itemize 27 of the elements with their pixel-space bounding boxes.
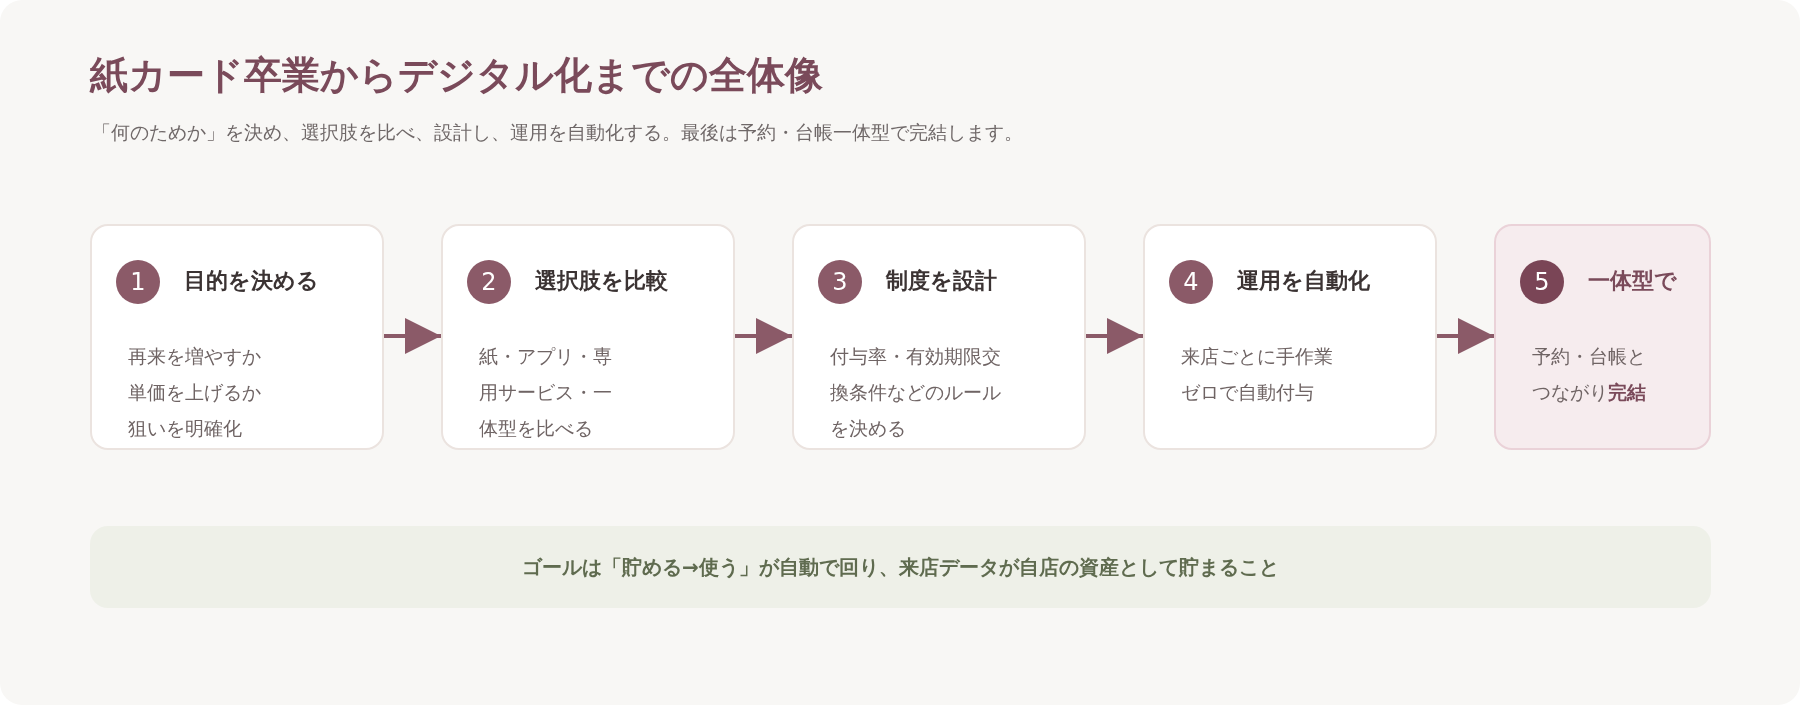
step-card (90, 224, 384, 450)
step-card (441, 224, 735, 450)
step-number-circle: 1 (116, 260, 160, 304)
step-heading: 選択肢を比較 (535, 267, 668, 295)
step-heading: 目的を決める (184, 267, 319, 295)
step-card (1143, 224, 1437, 450)
step-description: 来店ごとに手作業ゼロで自動付与 (1181, 344, 1333, 405)
step-description: 再来を増やすか単価を上げるか狙いを明確化 (128, 344, 261, 441)
arrow (1437, 318, 1494, 354)
step-number-circle: 2 (467, 260, 511, 304)
step-description: 予約・台帳とつながり完結 (1532, 344, 1646, 405)
subtitle: 「何のためか」を決め、選択肢を比べ、設計し、運用を自動化する。最後は予約・台帳一体型で完結します。 (92, 120, 1023, 145)
arrow (384, 318, 441, 354)
diagram-title: 紙カード卒業からデジタル化までの全体像 (90, 51, 823, 99)
step-description: 紙・アプリ・専用サービス・一体型を比べる (479, 344, 612, 441)
step-description: 付与率・有効期限交換条件などのルールを決める (830, 344, 1001, 441)
goal-text: ゴールは「貯める→使う」が自動で回り、来店データが自店の資産として貯まること (522, 553, 1279, 581)
step-number-circle: 5 (1520, 260, 1564, 304)
step-number-circle: 4 (1169, 260, 1213, 304)
arrow (735, 318, 792, 354)
step-number-circle: 3 (818, 260, 862, 304)
step-heading: 制度を設計 (886, 267, 997, 295)
step-heading: 一体型で (1588, 267, 1677, 295)
arrow (1086, 318, 1143, 354)
step-heading: 運用を自動化 (1237, 267, 1370, 295)
step-card (1494, 224, 1711, 450)
step-card (792, 224, 1086, 450)
